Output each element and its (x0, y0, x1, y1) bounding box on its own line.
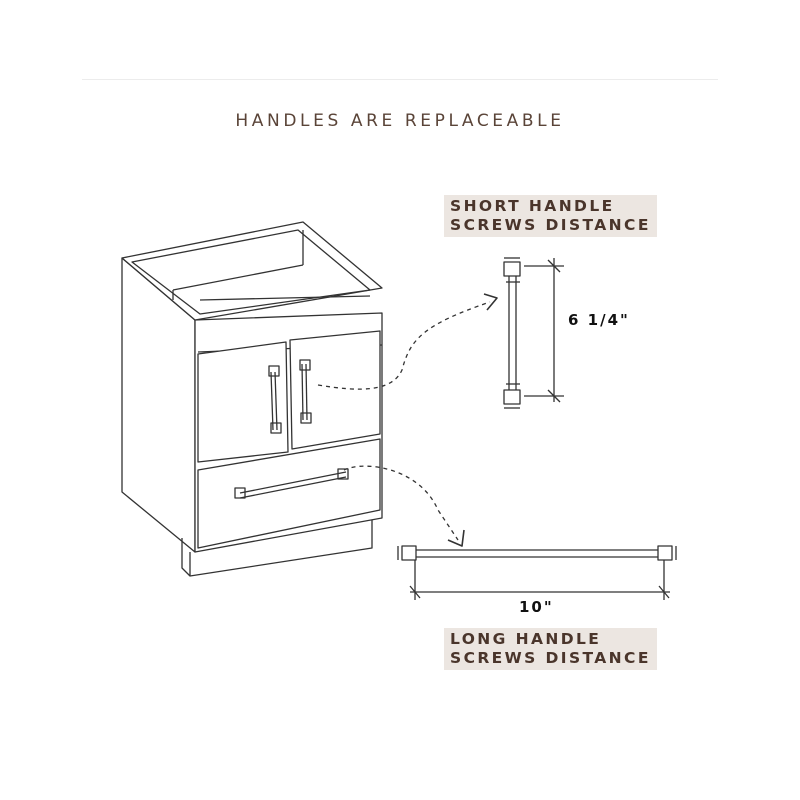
long-handle-label-line1: LONG HANDLE (450, 630, 602, 648)
arrow-to-long-handle (343, 465, 459, 541)
short-handle-label-line1: SHORT HANDLE (450, 197, 615, 215)
door-handle-left (268, 365, 282, 434)
drawer-handle (234, 468, 349, 499)
short-handle-label: SHORT HANDLE SCREWS DISTANCE (444, 195, 657, 237)
long-handle-label-line2: SCREWS DISTANCE (450, 649, 651, 667)
long-handle-drawing (397, 545, 677, 561)
short-handle-dimension-line (524, 258, 564, 403)
top-divider (82, 79, 718, 80)
arrow-to-short-handle (317, 301, 491, 390)
short-handle-drawing (503, 257, 521, 409)
long-handle-dimension: 10" (519, 598, 554, 616)
page-title: HANDLES ARE REPLACEABLE (235, 111, 565, 131)
short-handle-dimension: 6 1/4" (568, 311, 630, 329)
long-handle-label: LONG HANDLE SCREWS DISTANCE (444, 628, 657, 670)
short-handle-label-line2: SCREWS DISTANCE (450, 216, 651, 234)
long-handle-dimension-line (409, 560, 670, 600)
vanity-cabinet (121, 221, 383, 577)
door-handle-right (299, 359, 312, 424)
